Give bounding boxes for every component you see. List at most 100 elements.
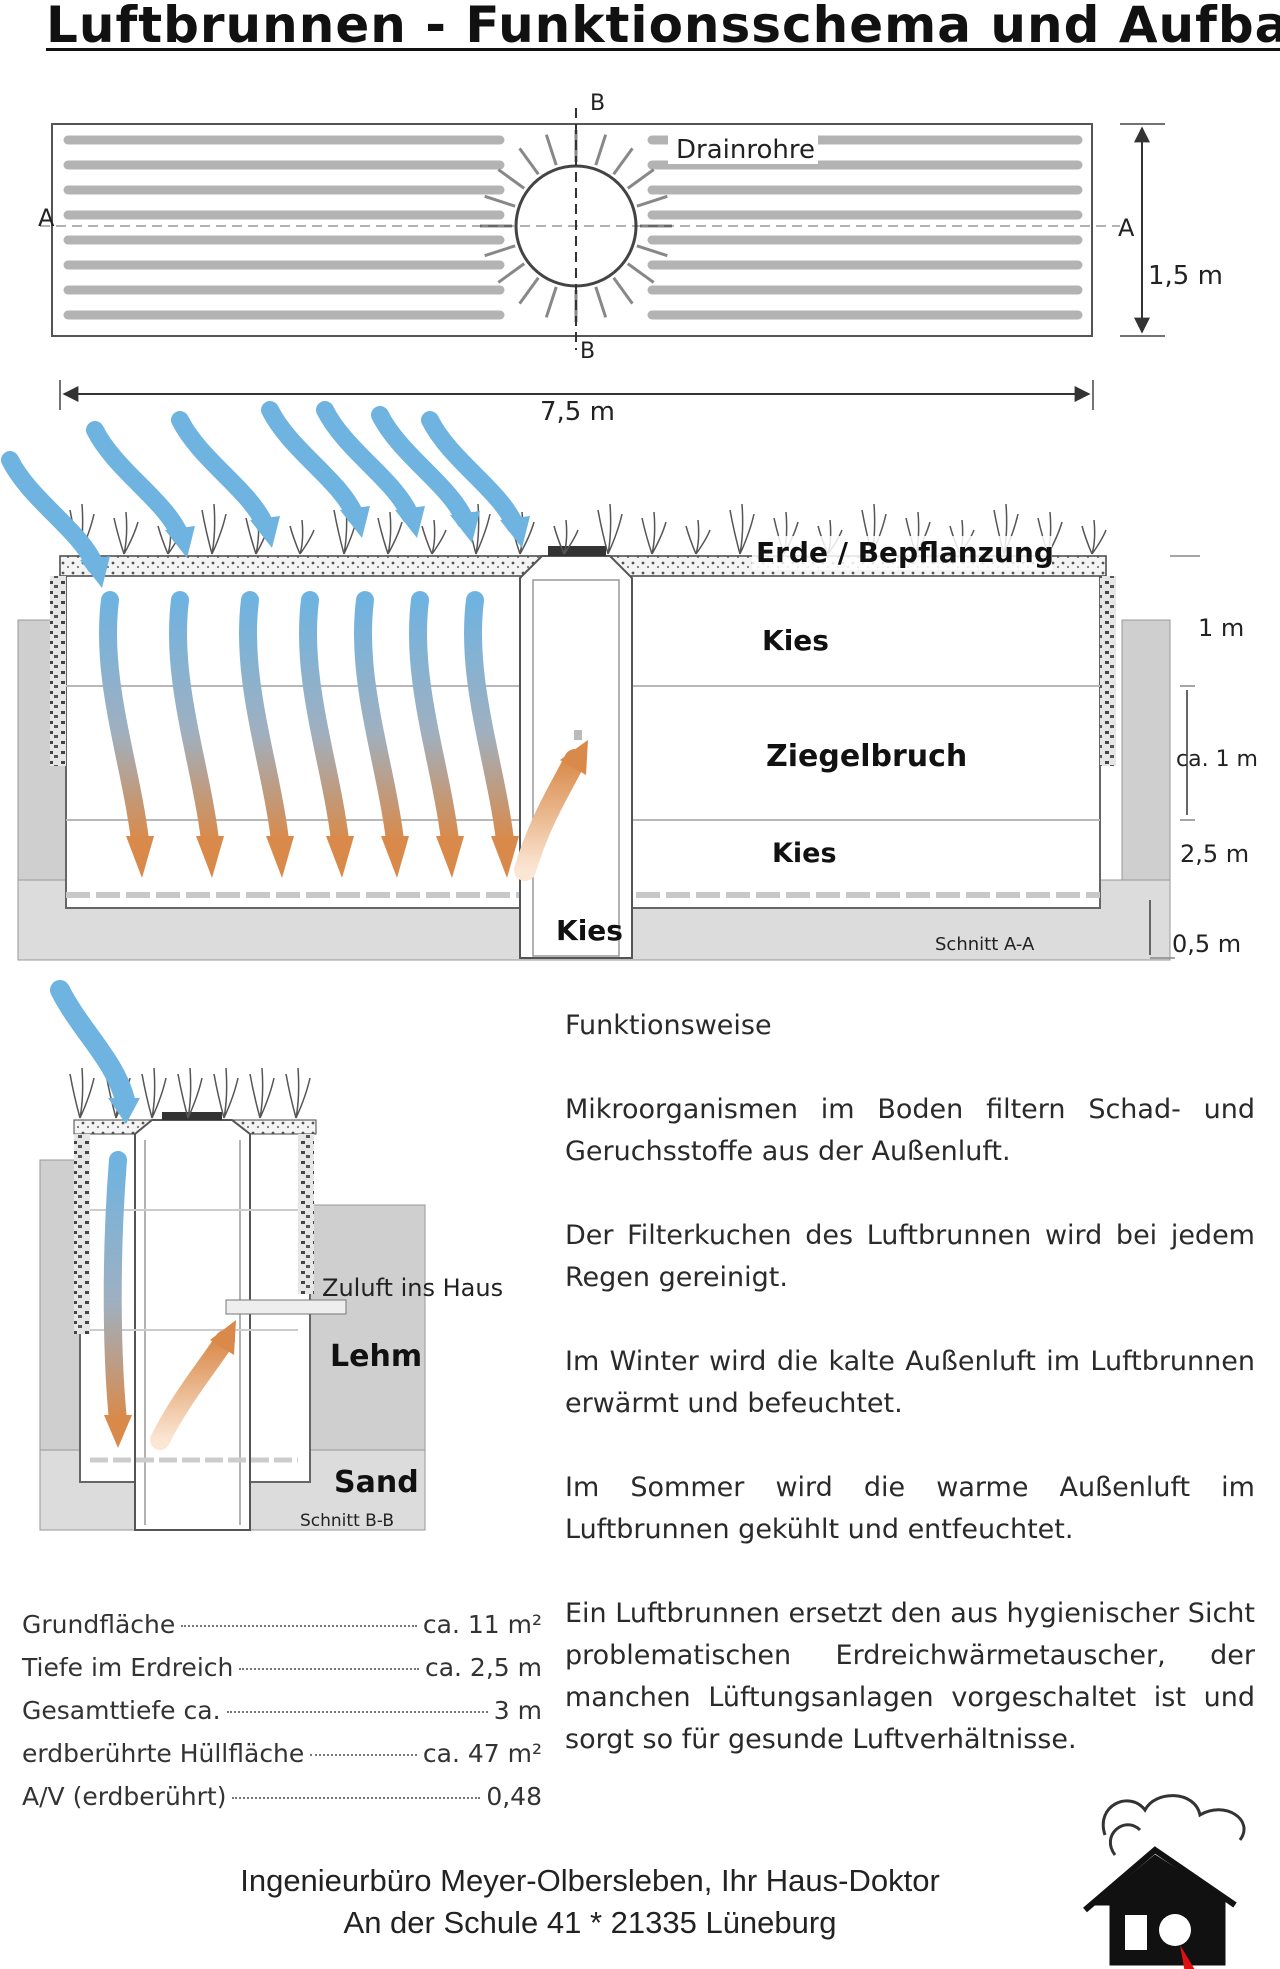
description-paragraph-2: Der Filterkuchen des Luftbrunnen wird be… <box>565 1220 1255 1293</box>
downflow-arrow-head <box>436 836 464 878</box>
plant <box>1081 519 1107 555</box>
drain-ray <box>484 244 516 258</box>
inflow-arrow-head <box>395 506 425 538</box>
downflow-arrow-head <box>491 836 519 878</box>
dim-ca1m: ca. 1 m <box>1176 747 1258 772</box>
downflow-arrow <box>354 591 404 849</box>
plant <box>685 519 711 555</box>
label-ziegel: Ziegelbruch <box>766 739 967 774</box>
downflow-arrow-head <box>126 836 154 878</box>
drain-ray <box>612 276 634 305</box>
air-upflow-arrow <box>514 749 586 881</box>
bb-upflow-arrow <box>150 1330 235 1450</box>
downflow-arrow <box>464 591 514 849</box>
bb-wall-right <box>298 1134 314 1294</box>
stat-row: A/V (erdberührt)0,48 <box>22 1775 542 1818</box>
downflow-arrow-head <box>381 836 409 878</box>
stat-label: erdberührte Hüllfläche <box>22 1739 305 1768</box>
description-paragraph-5: Ein Luftbrunnen ersetzt den aus hygienis… <box>565 1598 1255 1755</box>
downflow-arrow <box>99 591 149 849</box>
description-heading: Funktionsweise <box>565 1010 772 1041</box>
label-a-right: A <box>1118 214 1135 242</box>
description-paragraph-4: Im Sommer wird die warme Außenluft im Lu… <box>565 1472 1255 1545</box>
plant <box>249 1067 275 1119</box>
plant <box>289 519 315 555</box>
downflow-arrow <box>299 591 349 849</box>
downflow-arrow <box>169 591 219 849</box>
drain-ray <box>518 147 540 176</box>
footer-line-2: An der Schule 41 * 21335 Lüneburg <box>343 1905 837 1940</box>
description: Funktionsweise Mikroorganismen im Boden … <box>565 1005 1255 1803</box>
label-zuluft: Zuluft ins Haus <box>322 1274 503 1302</box>
stat-row: Gesamttiefe ca.3 m <box>22 1689 542 1732</box>
air-inflow-arrows <box>1 401 530 588</box>
label-kies-mid: Kies <box>772 838 837 869</box>
inflow-arrow <box>261 401 364 524</box>
drain-ray <box>594 134 608 166</box>
downflow-arrow <box>239 591 289 849</box>
stat-value: ca. 2,5 m <box>424 1653 542 1682</box>
inflow-arrow-head <box>250 516 280 548</box>
bb-plants <box>69 1067 311 1119</box>
drain-pipes <box>63 135 1083 320</box>
inflow-arrow <box>316 401 419 524</box>
drain-ray <box>544 286 558 318</box>
plant <box>285 1067 311 1119</box>
downflow-arrow-head <box>326 836 354 878</box>
plant <box>201 503 227 555</box>
plant <box>69 1067 95 1119</box>
wall-right <box>1100 576 1116 766</box>
dim-length: 7,5 m <box>540 397 615 427</box>
section-bb: Zuluft ins Haus Lehm Sand Schnitt B-B <box>39 980 503 1531</box>
inflow-arrow-head <box>165 526 195 558</box>
drain-ray <box>594 286 608 318</box>
inflow-arrow <box>171 411 274 534</box>
stat-row: erdberührte Hüllfläche ca. 47 m² <box>22 1732 542 1775</box>
description-paragraph-3: Im Winter wird die kalte Außenluft im Lu… <box>565 1346 1255 1419</box>
label-a-left: A <box>38 204 55 232</box>
drain-ray <box>626 262 655 284</box>
inflow-arrow-head <box>340 506 370 538</box>
plant <box>177 1067 203 1119</box>
drain-ray <box>636 244 668 258</box>
plants <box>69 503 1107 555</box>
air-downflow-arrows <box>99 591 519 878</box>
footer: Ingenieurbüro Meyer-Olbersleben, Ihr Hau… <box>150 1860 1030 1944</box>
bb-inflow-arrow <box>50 980 135 1110</box>
plant <box>213 1067 239 1119</box>
plant <box>641 511 667 555</box>
page-title: Luftbrunnen - Funktionsschema und Aufbau <box>46 0 1280 54</box>
label-soil: Erde / Bepflanzung <box>756 536 1054 569</box>
downflow-arrow <box>409 591 459 849</box>
section-aa: Erde / Bepflanzung Kies Ziegelbruch Kies… <box>1 401 1258 961</box>
plant <box>597 503 623 555</box>
stat-label: Grundfläche <box>22 1610 176 1639</box>
inflow-arrow-head <box>500 516 530 548</box>
stat-value: ca. 47 m² <box>422 1739 542 1768</box>
stat-label: Gesamttiefe ca. <box>22 1696 221 1725</box>
inflow-arrow-head <box>80 556 110 588</box>
bb-shaft-cap <box>162 1112 222 1120</box>
label-b-top: B <box>590 91 605 116</box>
inflow-arrow-head <box>450 511 480 543</box>
drain-ray <box>497 262 526 284</box>
stat-label: A/V (erdberührt) <box>22 1782 227 1811</box>
plant <box>141 1067 167 1119</box>
description-paragraph-1: Mikroorganismen im Boden filtern Schad- … <box>565 1094 1255 1167</box>
drain-ray <box>636 194 668 208</box>
label-kies-shaft: Kies <box>556 914 623 947</box>
inflow-arrow <box>86 421 189 544</box>
dim-1m: 1 m <box>1198 614 1244 642</box>
bb-wall-left <box>74 1134 90 1334</box>
supply-pipe <box>225 1299 347 1315</box>
drain-ray <box>612 147 634 176</box>
label-section-bb: Schnitt B-B <box>300 1511 394 1531</box>
shaft-cap <box>548 546 606 556</box>
label-section-aa: Schnitt A-A <box>935 934 1035 955</box>
plant <box>377 511 403 555</box>
plant <box>729 503 755 555</box>
